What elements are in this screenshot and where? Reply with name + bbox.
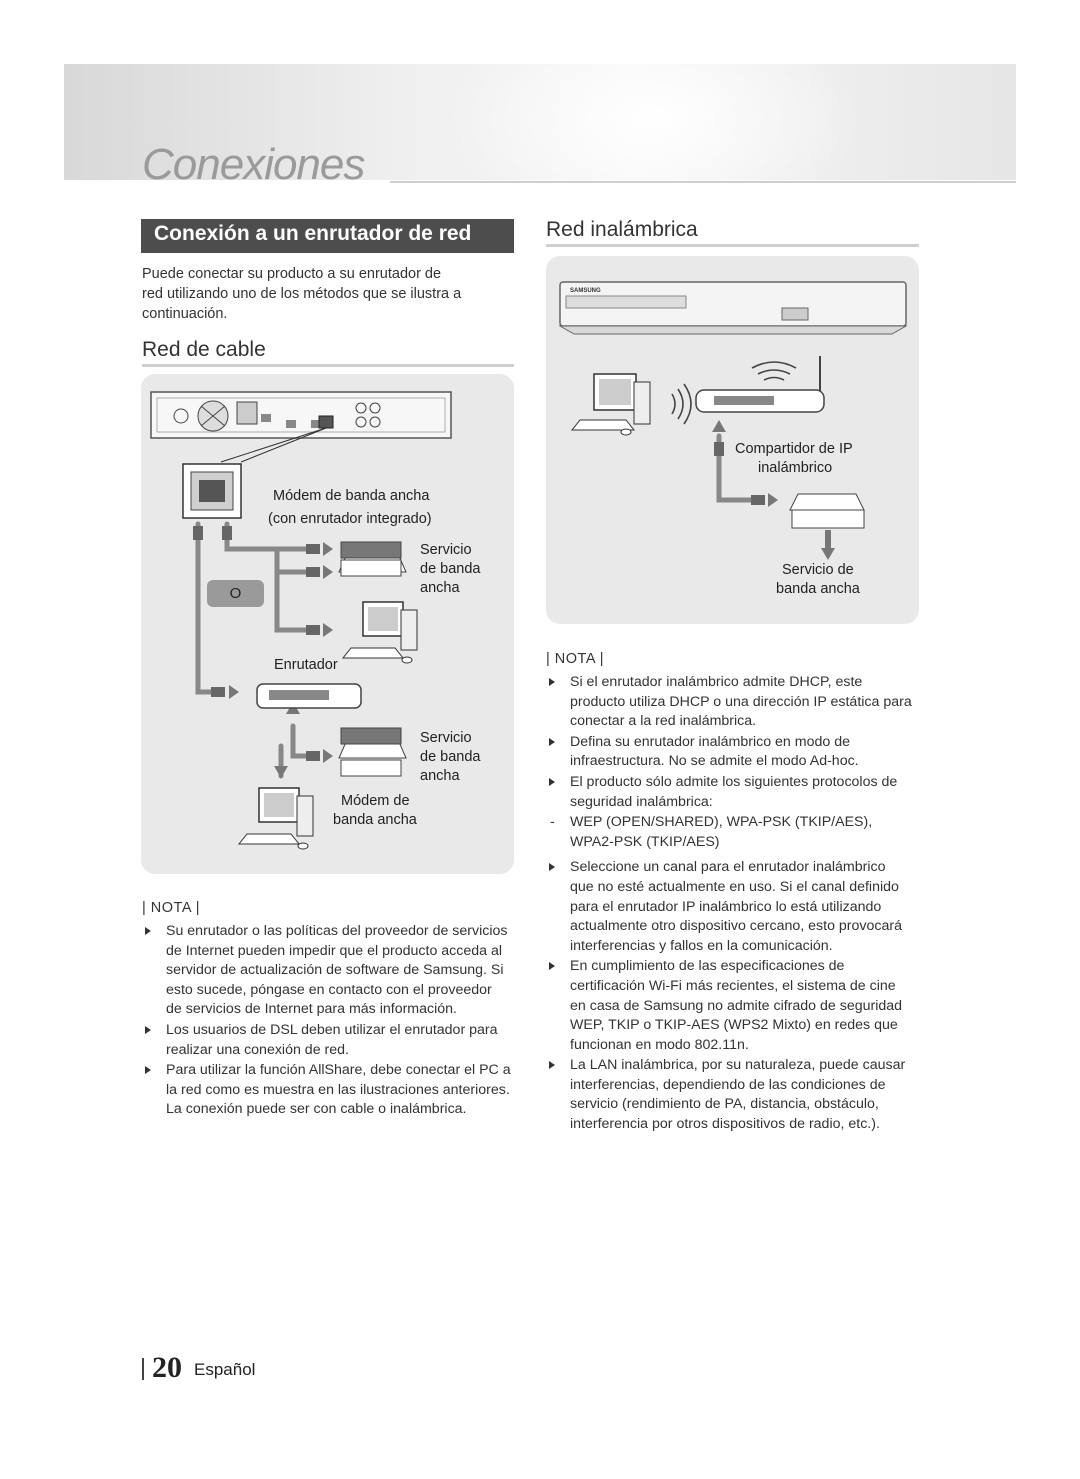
computer-icon	[237, 787, 314, 850]
section-intro: Puede conectar su producto a su enrutado…	[142, 264, 461, 324]
modem-icon	[789, 493, 865, 529]
label-modem-router-2: (con enrutador integrado)	[268, 511, 432, 527]
note-line: La LAN inalámbrica, por su naturaleza, p…	[570, 1057, 906, 1074]
note-line: para el enrutador IP inalámbrico lo está…	[570, 898, 882, 915]
wired-diagram-panel	[141, 374, 514, 874]
section-heading-box	[141, 219, 514, 253]
note-line: Para utilizar la función AllShare, debe …	[166, 1062, 511, 1079]
note-line: WEP, TKIP o TKIP-AES (WPS2 Mixto) en red…	[570, 1017, 898, 1034]
wireless-underline	[546, 244, 919, 247]
note-line: interferencias y fallos en la comunicaci…	[570, 937, 833, 954]
page-number: 20	[152, 1351, 182, 1384]
note-line: la red como es muestra en las ilustracio…	[166, 1081, 510, 1098]
nota-heading-wireless: | NOTA |	[546, 651, 604, 667]
note-line: de Internet pueden impedir que el produc…	[166, 942, 503, 959]
nota-label: NOTA	[554, 651, 596, 667]
modem-icon	[338, 541, 407, 577]
label-service-bottom: Servicio de banda ancha	[420, 729, 480, 786]
note-line: Seleccione un canal para el enrutador in…	[570, 859, 886, 876]
nota-heading-wired: | NOTA |	[142, 900, 200, 916]
label-router: Enrutador	[274, 657, 338, 673]
or-badge: O	[207, 580, 264, 607]
intro-line: Puede conectar su producto a su enrutado…	[142, 266, 442, 282]
label-line: ancha	[420, 580, 460, 596]
chapter-banner	[64, 64, 1016, 180]
note-line: actualmente otro dispositivo cercano, es…	[570, 918, 903, 935]
computer-icon	[570, 373, 651, 436]
wireless-diagram: SAMSUNG	[558, 281, 908, 560]
wireless-title: Red inalámbrica	[546, 218, 698, 241]
list-item: Seleccione un canal para el enrutador in…	[546, 858, 924, 956]
chapter-underline	[390, 181, 1016, 183]
list-item: Para utilizar la función AllShare, debe …	[142, 1061, 517, 1120]
note-line: funcionan en modo 802.11n.	[570, 1036, 749, 1053]
note-line: Los usuarios de DSL deben utilizar el en…	[166, 1021, 498, 1038]
list-item: Su enrutador o las políticas del proveed…	[142, 922, 517, 1020]
note-line: WEP (OPEN/SHARED), WPA-PSK (TKIP/AES),	[570, 814, 873, 831]
note-line: WPA2-PSK (TKIP/AES)	[570, 833, 720, 850]
note-line: Defina su enrutador inalámbrico en modo …	[570, 733, 850, 750]
intro-line: red utilizando uno de los métodos que se…	[142, 286, 462, 302]
section-title: Conexión a un enrutador de red	[154, 222, 472, 245]
note-line: servidor de actualización de software de…	[166, 962, 504, 979]
label-line: de banda	[420, 561, 481, 577]
note-line: conectar a la red inalámbrica.	[570, 713, 757, 730]
label-sharer-2: inalámbrico	[758, 460, 833, 476]
note-line: interferencia por otros dispositivos de …	[570, 1116, 880, 1133]
wired-notes-list: Su enrutador o las políticas del proveed…	[142, 922, 517, 1121]
page-language: Español	[194, 1360, 256, 1379]
computer-icon	[341, 601, 418, 664]
wired-diagram	[150, 391, 452, 850]
list-item: En cumplimiento de las especificaciones …	[546, 957, 924, 1055]
note-line: que no esté actualmente en uso. Si el ca…	[570, 878, 899, 895]
note-line: en casa de Samsung no admite cifrado de …	[570, 997, 903, 1014]
home-theater-rear-icon	[150, 391, 452, 463]
note-line: servicio (rendimiento de PA, distancia, …	[570, 1096, 879, 1113]
note-line: producto utiliza DHCP o una dirección IP…	[570, 693, 912, 710]
note-line: En cumplimiento de las especificaciones …	[570, 958, 845, 975]
nota-label: NOTA	[150, 900, 192, 916]
label-service-2: banda ancha	[776, 581, 860, 597]
note-line: realizar una conexión de red.	[166, 1041, 349, 1058]
label-service-top: Servicio de banda ancha	[420, 541, 480, 598]
label-service-1: Servicio de	[782, 562, 854, 578]
lan-port-zoom-icon	[182, 463, 242, 519]
note-line: certificación Wi-Fi más recientes, el si…	[570, 977, 896, 994]
note-line: seguridad inalámbrica:	[570, 793, 713, 810]
router-icon	[256, 683, 362, 709]
note-line: infraestructura. No se admite el modo Ad…	[570, 753, 859, 770]
label-line: Servicio	[420, 730, 472, 746]
note-line: de servicios de Internet para más inform…	[166, 1001, 457, 1018]
note-line: esto sucede, póngase en contacto con el …	[166, 981, 492, 998]
list-item: La LAN inalámbrica, por su naturaleza, p…	[546, 1056, 924, 1134]
label-modem-router-1: Módem de banda ancha	[273, 488, 430, 504]
wired-underline	[142, 364, 514, 367]
list-item: El producto sólo admite los siguientes p…	[546, 773, 924, 812]
label-sharer-1: Compartidor de IP	[735, 441, 853, 457]
wired-title: Red de cable	[142, 338, 266, 361]
label-line: ancha	[420, 768, 460, 784]
modem-icon	[338, 727, 407, 777]
chapter-title: Conexiones	[142, 140, 365, 189]
list-item: Los usuarios de DSL deben utilizar el en…	[142, 1021, 517, 1060]
wireless-notes-list: Si el enrutador inalámbrico admite DHCP,…	[546, 673, 924, 1136]
brand-label: SAMSUNG	[570, 288, 601, 294]
wireless-router-icon	[695, 356, 825, 413]
home-theater-front-icon	[558, 281, 908, 335]
note-line: Su enrutador o las políticas del proveed…	[166, 923, 508, 939]
label-modem-1: Módem de	[341, 793, 410, 809]
label-line: Servicio	[420, 542, 472, 558]
note-line: Si el enrutador inalámbrico admite DHCP,…	[570, 674, 863, 690]
note-line: El producto sólo admite los siguientes p…	[570, 773, 898, 790]
note-line: interferencias, dependiendo de las condi…	[570, 1076, 886, 1093]
list-item: Defina su enrutador inalámbrico en modo …	[546, 733, 924, 772]
wifi-signal-icon	[671, 361, 797, 425]
footer-divider	[142, 1358, 144, 1380]
list-item: - WEP (OPEN/SHARED), WPA-PSK (TKIP/AES),…	[546, 813, 924, 852]
label-modem-2: banda ancha	[333, 812, 417, 828]
note-line: La conexión puede ser con cable o inalám…	[166, 1101, 467, 1118]
label-line: de banda	[420, 749, 481, 765]
intro-line: continuación.	[142, 306, 228, 322]
list-item: Si el enrutador inalámbrico admite DHCP,…	[546, 673, 924, 732]
